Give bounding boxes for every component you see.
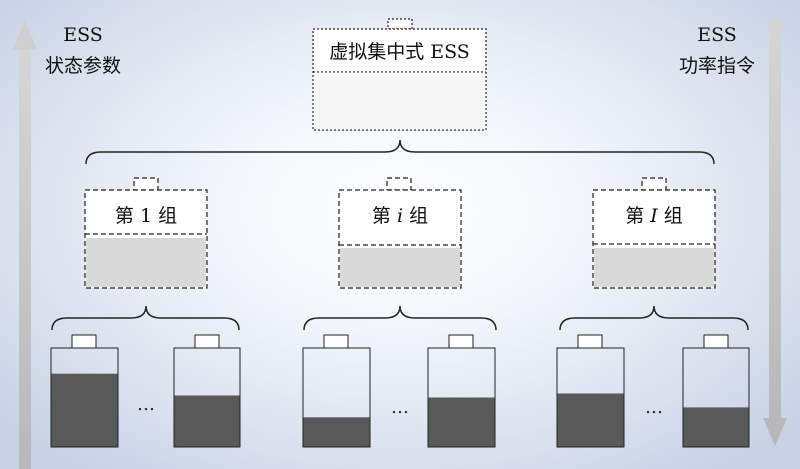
- battery-body: [50, 347, 119, 448]
- virtual-ess-battery: 虚拟集中式 ESS: [312, 18, 487, 131]
- group-1-label: 第 1 组: [115, 205, 177, 227]
- group-I-battery-1: [556, 334, 625, 448]
- group-1-ellipsis: …: [137, 394, 155, 415]
- battery-level: [428, 397, 495, 447]
- group-1-brace: [51, 305, 240, 331]
- group-i-brace: [303, 305, 497, 331]
- group-i-battery-2: [427, 334, 496, 448]
- battery-body: [682, 347, 750, 448]
- battery-terminal: [323, 334, 349, 349]
- group-1-battery-1: [50, 334, 119, 448]
- right-down-arrow: [763, 20, 787, 446]
- group-i-battery-1: [302, 334, 371, 448]
- battery-terminal: [71, 334, 97, 349]
- battery-body: [427, 347, 496, 448]
- battery-level: [683, 407, 749, 447]
- top-brace: [85, 139, 715, 165]
- group-I-level: [594, 248, 714, 287]
- group-1: 第 1 组 …: [50, 177, 241, 448]
- battery-level: [51, 373, 118, 447]
- group-1-terminal: [133, 177, 159, 191]
- group-i-ellipsis: …: [391, 397, 409, 418]
- battery-terminal: [194, 334, 220, 349]
- right-axis-title: ESS: [697, 24, 737, 46]
- group-I: 第 I 组 …: [556, 177, 750, 448]
- group-I-label: 第 I 组: [625, 205, 683, 227]
- battery-body: [302, 347, 371, 448]
- battery-body: [173, 347, 241, 448]
- left-axis-subtitle: 状态参数: [45, 55, 121, 77]
- virtual-ess-terminal: [387, 18, 413, 30]
- battery-terminal: [703, 334, 729, 349]
- group-I-battery-2: [682, 334, 750, 448]
- group-1-level: [86, 238, 206, 287]
- battery-level: [174, 395, 240, 447]
- group-i-label: 第 i 组: [372, 205, 428, 227]
- battery-level: [557, 393, 624, 447]
- battery-body: [556, 347, 625, 448]
- battery-terminal: [577, 334, 603, 349]
- group-i-terminal: [386, 177, 412, 191]
- group-1-battery-2: [173, 334, 241, 448]
- virtual-ess-label: 虚拟集中式 ESS: [329, 41, 470, 63]
- group-i: 第 i 组 …: [302, 177, 497, 448]
- group-i-level: [340, 248, 460, 287]
- left-up-arrow: [13, 20, 37, 469]
- group-I-brace: [559, 305, 749, 331]
- battery-terminal: [448, 334, 474, 349]
- virtual-ess-level: [313, 72, 486, 130]
- group-I-terminal: [641, 177, 667, 191]
- group-I-ellipsis: …: [645, 397, 663, 418]
- left-axis-title: ESS: [63, 24, 103, 46]
- right-axis-subtitle: 功率指令: [679, 55, 755, 77]
- battery-level: [303, 417, 370, 447]
